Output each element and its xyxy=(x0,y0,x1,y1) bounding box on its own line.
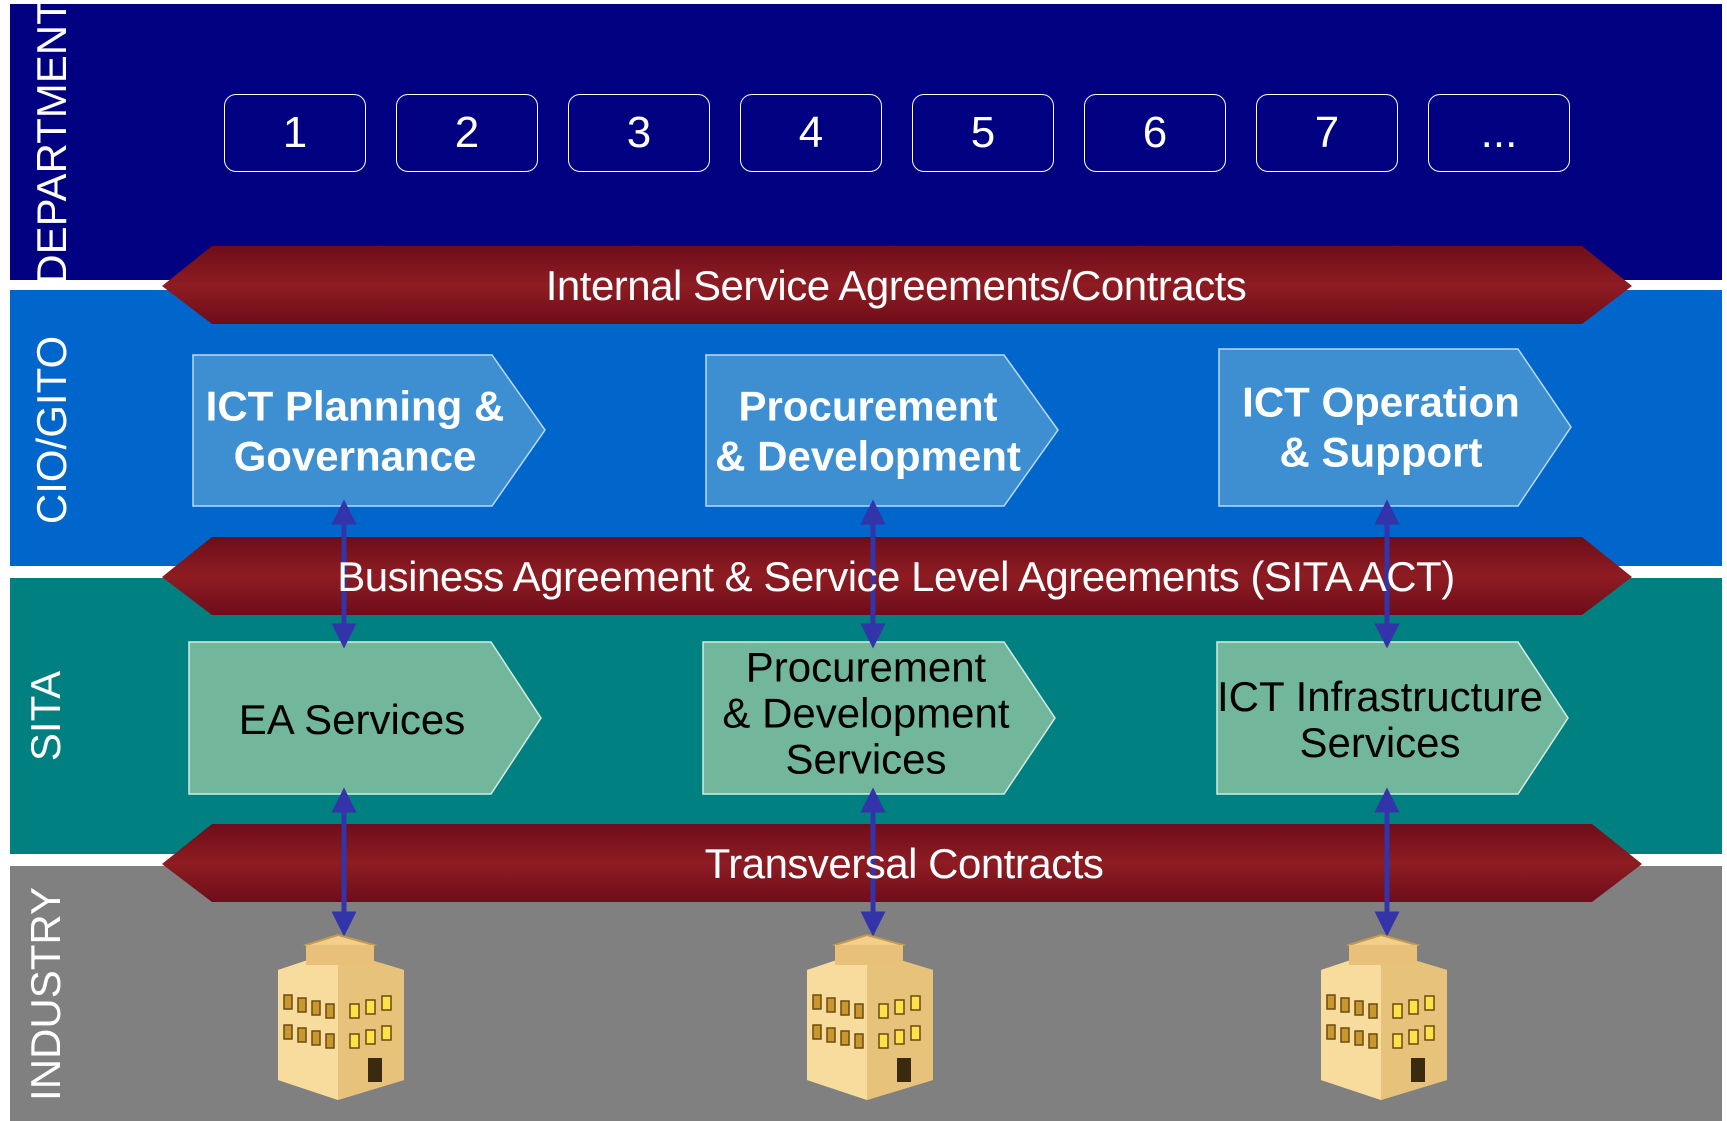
transversal-contract-arrow xyxy=(162,824,1642,902)
department-box-more: ... xyxy=(1428,94,1570,172)
transversal-contract-label: Transversal Contracts xyxy=(704,840,1104,887)
department-box-5: 5 xyxy=(912,94,1054,172)
department-box-1: 1 xyxy=(224,94,366,172)
sita-chevron-procurement xyxy=(702,641,1056,795)
internal-agreement-label: Internal Service Agreements/Contracts xyxy=(545,262,1247,309)
internal-agreement-arrow xyxy=(162,246,1632,324)
department-box-2: 2 xyxy=(396,94,538,172)
sita-service-ea: EA Services xyxy=(238,695,466,743)
cio-function-planning: ICT Planning &Governance xyxy=(205,382,505,480)
building-icon xyxy=(278,933,404,1100)
cio-chevron-operation xyxy=(1218,348,1572,507)
business-agreement-label: Business Agreement & Service Level Agree… xyxy=(337,553,1455,600)
cio-function-procurement: Procurement& Development xyxy=(715,382,1021,480)
business-agreement-arrow xyxy=(162,537,1632,615)
cio-chevron-planning xyxy=(192,354,546,507)
sita-chevron-infrastructure xyxy=(1216,641,1569,795)
department-box-4: 4 xyxy=(740,94,882,172)
department-box-7: 7 xyxy=(1256,94,1398,172)
department-box-3: 3 xyxy=(568,94,710,172)
cio-function-operation: ICT Operation& Support xyxy=(1242,378,1520,476)
cio-chevron-procurement xyxy=(705,354,1059,507)
department-layer xyxy=(10,4,1722,280)
department-box-6: 6 xyxy=(1084,94,1226,172)
building-icon xyxy=(807,933,933,1100)
building-icon xyxy=(1321,933,1447,1100)
sita-chevron-ea xyxy=(188,641,542,795)
